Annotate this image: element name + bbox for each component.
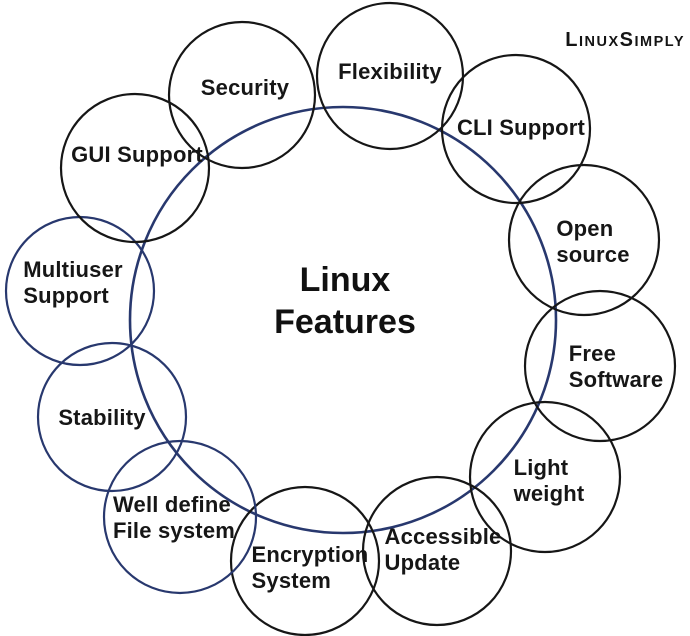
circle-open-source [507, 163, 661, 317]
circle-well-define-file-system [102, 439, 258, 595]
feature-label-security: Security [200, 75, 290, 100]
circle-stability [36, 341, 188, 493]
brand-segment: L [565, 29, 580, 51]
diagram-title: Linux Features [274, 261, 416, 341]
brand-logo: LINUXSIMPLY [565, 29, 685, 52]
circle-gui-support [59, 92, 211, 244]
circle-security [167, 20, 317, 170]
feature-label-stability: Stability [58, 405, 146, 430]
brand-segment: INUX [579, 34, 620, 50]
brand-segment: IMPLY [634, 34, 685, 50]
circle-encryption-system [229, 485, 381, 636]
feature-label-gui-support: GUI Support [71, 142, 203, 167]
feature-label-encryption-system: Encryption System [251, 542, 369, 593]
brand-segment: S [619, 29, 635, 51]
circle-accessible-update [361, 475, 513, 627]
feature-label-well-define-file-system: Well define File system [112, 492, 236, 543]
circle-cli-support [440, 53, 592, 205]
feature-label-free-software: Free Software [568, 341, 664, 392]
feature-label-flexibility: Flexibility [338, 59, 442, 84]
main-ring-circle [128, 105, 558, 535]
feature-label-multiuser-support: Multiuser Support [23, 257, 123, 308]
feature-label-accessible-update: Accessible Update [384, 524, 502, 575]
feature-label-open-source: Open source [556, 216, 630, 267]
feature-label-light-weight: Light weight [513, 455, 585, 506]
circle-light-weight [468, 400, 622, 554]
feature-label-cli-support: CLI Support [456, 115, 586, 140]
circle-free-software [523, 289, 677, 443]
